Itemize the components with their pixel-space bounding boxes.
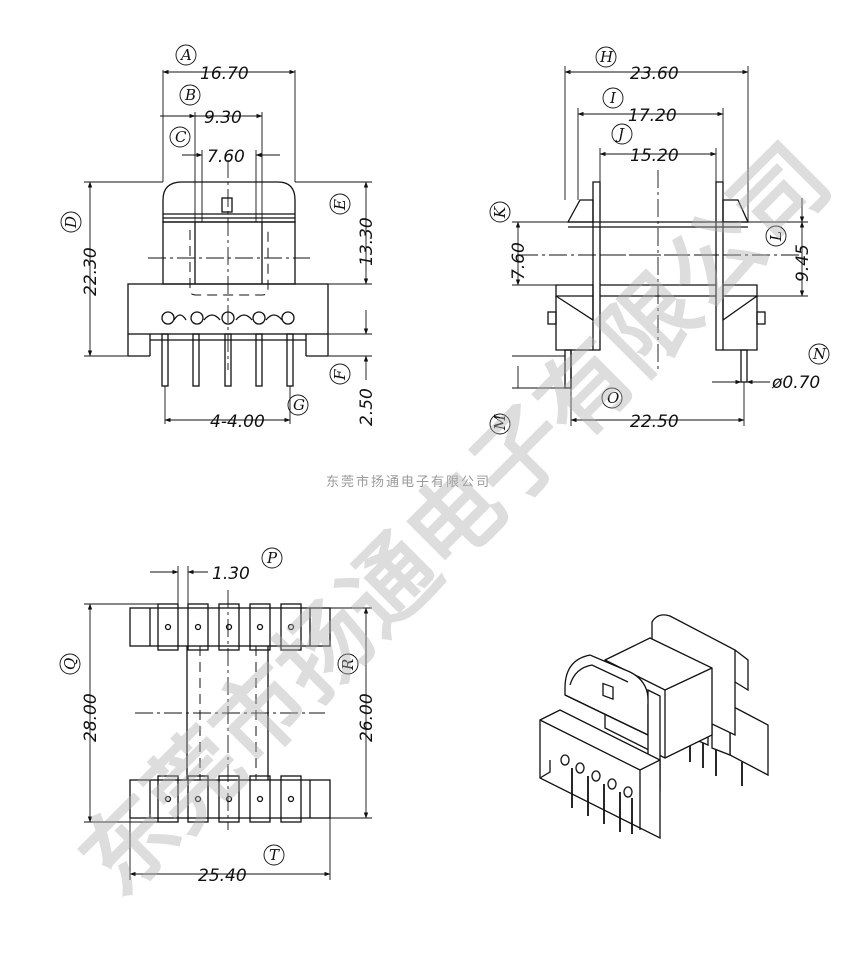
label-E: E (331, 199, 349, 211)
dim-A-value: 16.70 (200, 64, 249, 84)
dim-K-value: 7.60 (509, 242, 529, 280)
isometric-view (539, 614, 769, 840)
dim-I-value: 17.20 (628, 106, 677, 126)
label-Q: Q (61, 658, 79, 670)
watermark-big: 东莞市扬通电子有限公司 (60, 124, 851, 915)
label-G: G (293, 396, 305, 414)
label-J: J (615, 125, 625, 143)
dim-P-value: 1.30 (212, 564, 250, 584)
label-C: C (175, 128, 187, 146)
dim-J-value: 15.20 (630, 146, 679, 166)
watermark-big-text: 东莞市扬通电子有限公司 (60, 124, 851, 915)
label-T: T (269, 846, 280, 864)
dim-Q-value: 28.00 (81, 693, 101, 742)
bottom-view: P Q R T 1.30 28.00 26.00 25.40 (59, 547, 377, 886)
watermark-small-text: 东莞市扬通电子有限公司 (326, 474, 491, 490)
label-H: H (599, 48, 614, 66)
dim-G-value: 4-4.00 (210, 412, 265, 432)
label-D: D (62, 216, 80, 229)
dim-D-value: 22.30 (81, 247, 101, 296)
dim-H-value: 23.60 (630, 64, 679, 84)
label-O: O (607, 389, 619, 407)
side-view: H I J K L N M O 23.60 17.20 15.20 7.60 9… (489, 46, 830, 435)
label-A: A (179, 46, 192, 64)
dim-B-value: 9.30 (204, 108, 242, 128)
front-view: A B C D E F G 16.70 9.30 7.60 22.30 13.3… (60, 44, 377, 432)
label-B: B (184, 86, 196, 104)
label-K: K (491, 206, 509, 219)
label-F: F (331, 369, 349, 381)
dim-C-value: 7.60 (207, 147, 245, 167)
label-I: I (609, 89, 617, 107)
label-R: R (339, 659, 357, 671)
label-L: L (767, 231, 785, 242)
label-M: M (491, 414, 509, 431)
dim-L-value: 9.45 (793, 244, 813, 282)
dim-O-value: 22.50 (630, 412, 679, 432)
dim-E-value: 13.30 (357, 217, 377, 266)
dim-N-value: ø0.70 (771, 373, 820, 393)
dim-T-value: 25.40 (198, 866, 247, 886)
dim-R-value: 26.00 (357, 693, 377, 742)
label-P: P (266, 549, 278, 567)
label-N: N (812, 345, 827, 363)
dim-F-value: 2.50 (357, 388, 377, 426)
